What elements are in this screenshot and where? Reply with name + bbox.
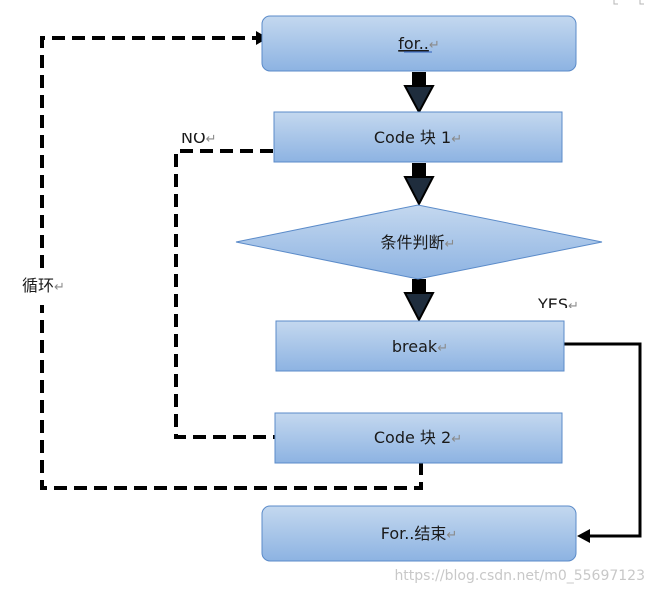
svg-text:循环↵: 循环↵ (22, 276, 65, 295)
svg-text:Code 块 2↵: Code 块 2↵ (374, 428, 462, 447)
code-block-2-label: Code 块 2 (374, 428, 451, 447)
loop-label: 循环 (22, 276, 54, 295)
page-corner-mark-right (639, 0, 644, 5)
svg-text:for..↵: for..↵ (398, 34, 440, 53)
page-corner-mark-left (613, 0, 618, 5)
node-for-end[interactable]: For..结束↵ (261, 505, 577, 562)
svg-text:break↵: break↵ (392, 337, 448, 356)
down-arrow-for-to-code1 (403, 72, 435, 115)
for-end-label: For..结束 (381, 524, 447, 543)
return-mark: ↵ (451, 432, 462, 447)
loop-back-connector-upper (40, 36, 256, 268)
yes-label-clip: YES↵ (537, 295, 579, 314)
down-arrow-code1-to-condition (403, 163, 435, 207)
svg-text:YES↵: YES↵ (537, 295, 579, 314)
node-for-loop[interactable]: for..↵ (261, 15, 577, 72)
no-branch-connector (174, 149, 278, 439)
yes-branch-connector (564, 342, 642, 538)
yes-label: YES (537, 295, 568, 314)
node-break[interactable]: break↵ (275, 320, 565, 372)
no-label-clip: NO↵ (181, 128, 216, 147)
return-mark: ↵ (54, 280, 65, 295)
loop-back-connector (40, 305, 423, 490)
down-arrow-condition-to-break (403, 279, 435, 323)
watermark-text: https://blog.csdn.net/m0_55697123 (394, 568, 645, 584)
yes-arrowhead (577, 529, 590, 543)
break-label: break (392, 337, 438, 356)
condition-label: 条件判断 (381, 233, 445, 252)
node-code-block-2[interactable]: Code 块 2↵ (274, 412, 563, 464)
return-mark: ↵ (437, 341, 448, 356)
node-condition[interactable]: 条件判断↵ (235, 204, 603, 280)
return-mark: ↵ (568, 299, 579, 314)
svg-text:For..结束↵: For..结束↵ (381, 524, 458, 543)
code-block-1-label: Code 块 1 (374, 128, 451, 147)
return-mark: ↵ (451, 132, 462, 147)
return-mark: ↵ (429, 38, 440, 53)
return-mark: ↵ (206, 132, 217, 147)
svg-text:Code 块 1↵: Code 块 1↵ (374, 128, 462, 147)
no-label: NO (181, 128, 206, 147)
svg-text:NO↵: NO↵ (181, 128, 216, 147)
return-mark: ↵ (446, 528, 457, 543)
node-code-block-1[interactable]: Code 块 1↵ (273, 111, 563, 163)
for-loop-label: for.. (398, 34, 429, 53)
return-mark: ↵ (445, 237, 456, 252)
svg-text:条件判断↵: 条件判断↵ (381, 233, 456, 252)
